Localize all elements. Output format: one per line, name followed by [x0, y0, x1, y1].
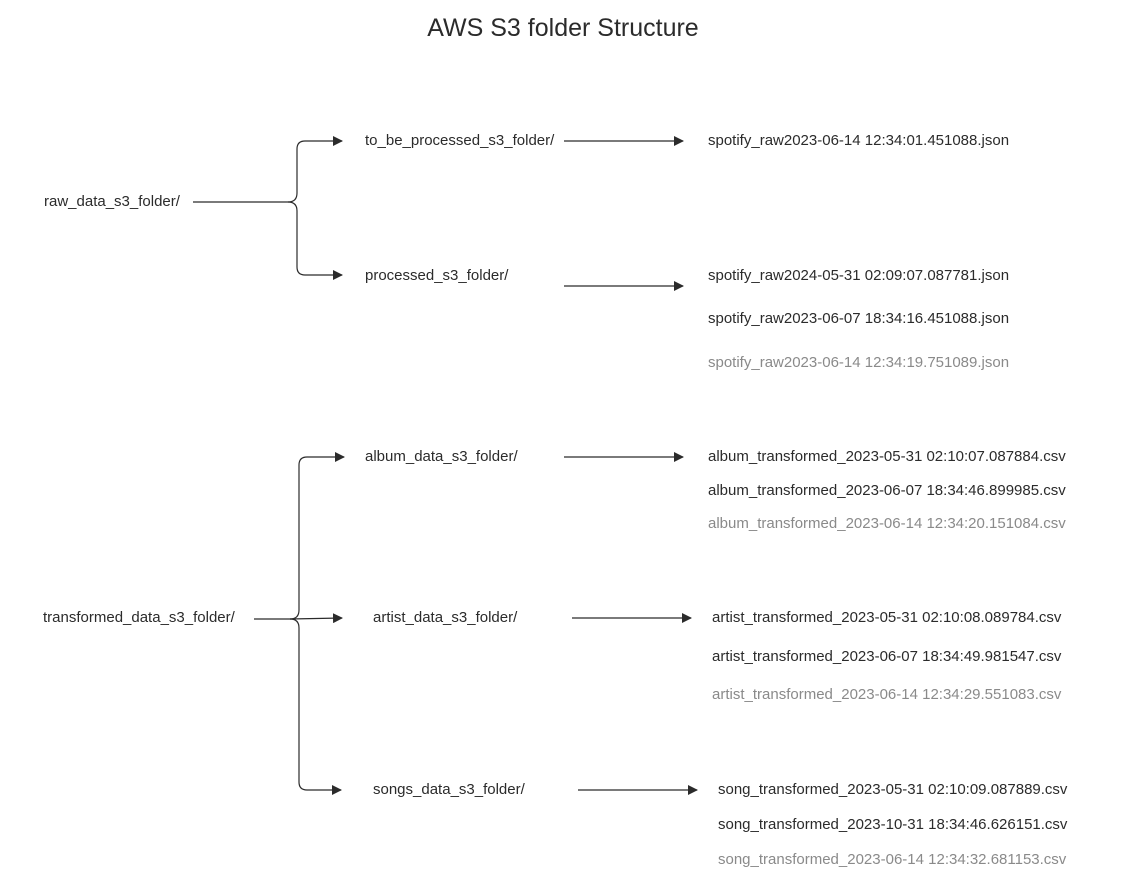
- file-item-faded: spotify_raw2023-06-14 12:34:19.751089.js…: [708, 354, 1010, 371]
- file-item: spotify_raw2024-05-31 02:09:07.087781.js…: [708, 267, 1010, 284]
- folder-songs-data: songs_data_s3_folder/: [373, 781, 525, 798]
- file-item-faded: album_transformed_2023-06-14 12:34:20.15…: [708, 515, 1066, 532]
- file-item: song_transformed_2023-10-31 18:34:46.626…: [718, 816, 1068, 833]
- diagram-title: AWS S3 folder Structure: [427, 14, 699, 42]
- file-item: song_transformed_2023-05-31 02:10:09.087…: [718, 781, 1068, 798]
- file-item-faded: artist_transformed_2023-06-14 12:34:29.5…: [712, 686, 1062, 703]
- raw-brace-to-to-be-processed: [287, 136, 343, 203]
- folder-artist-data: artist_data_s3_folder/: [373, 609, 518, 626]
- file-item: spotify_raw2023-06-07 18:34:16.451088.js…: [708, 310, 1010, 327]
- folder-to-be-processed: to_be_processed_s3_folder/: [365, 132, 555, 149]
- raw-brace-to-processed: [287, 201, 343, 280]
- folder-processed: processed_s3_folder/: [365, 267, 509, 284]
- file-item: album_transformed_2023-06-07 18:34:46.89…: [708, 482, 1066, 499]
- transformed-brace-to-artist: [289, 613, 343, 624]
- file-item-faded: song_transformed_2023-06-14 12:34:32.681…: [718, 851, 1067, 868]
- folder-album-data: album_data_s3_folder/: [365, 448, 518, 465]
- transformed-brace-to-songs: [289, 618, 342, 795]
- root-folder-transformed-data: transformed_data_s3_folder/: [43, 609, 235, 626]
- file-item: album_transformed_2023-05-31 02:10:07.08…: [708, 448, 1066, 465]
- file-item: artist_transformed_2023-06-07 18:34:49.9…: [712, 648, 1062, 665]
- file-item: spotify_raw2023-06-14 12:34:01.451088.js…: [708, 132, 1010, 149]
- transformed-brace-to-album: [289, 452, 345, 620]
- root-folder-raw-data: raw_data_s3_folder/: [44, 193, 180, 210]
- file-item: artist_transformed_2023-05-31 02:10:08.0…: [712, 609, 1062, 626]
